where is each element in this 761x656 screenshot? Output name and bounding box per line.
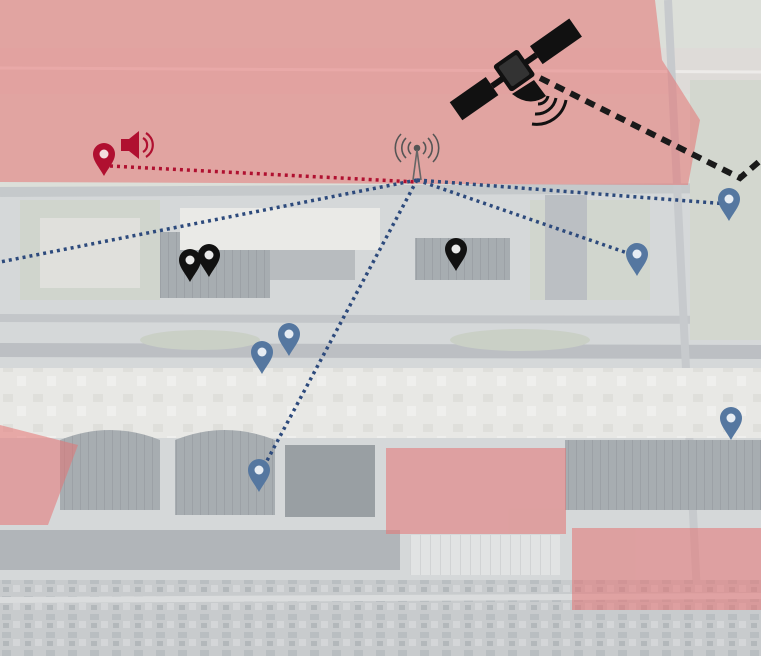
satellite-link (538, 75, 761, 182)
satellite-icon (449, 18, 582, 126)
link-pin-far-right (416, 178, 729, 206)
map-pin-icon (179, 249, 201, 282)
restricted-zone-west-hangar (0, 425, 78, 525)
map-pin-icon (718, 188, 740, 221)
map-pin-icon (278, 323, 300, 356)
map-pin-icon (445, 238, 467, 271)
speaker-icon (121, 131, 154, 159)
restricted-zone-north (0, 0, 700, 185)
map-pin-icon (93, 143, 115, 176)
map-pin-icon (251, 341, 273, 374)
map-pin-icon (626, 243, 648, 276)
network-links (0, 178, 729, 471)
map-pin-icon (248, 459, 270, 492)
restricted-zone-southeast (572, 528, 761, 610)
restricted-zone-center (386, 448, 566, 534)
map-pin-icon (720, 407, 742, 440)
restricted-zones (0, 0, 761, 610)
alert-link (109, 164, 418, 184)
map-pins (93, 143, 742, 492)
antenna-icon (394, 133, 440, 181)
link-pin-bottom-left (260, 179, 419, 471)
link-west (0, 178, 418, 264)
map-pin-icon (198, 244, 220, 277)
